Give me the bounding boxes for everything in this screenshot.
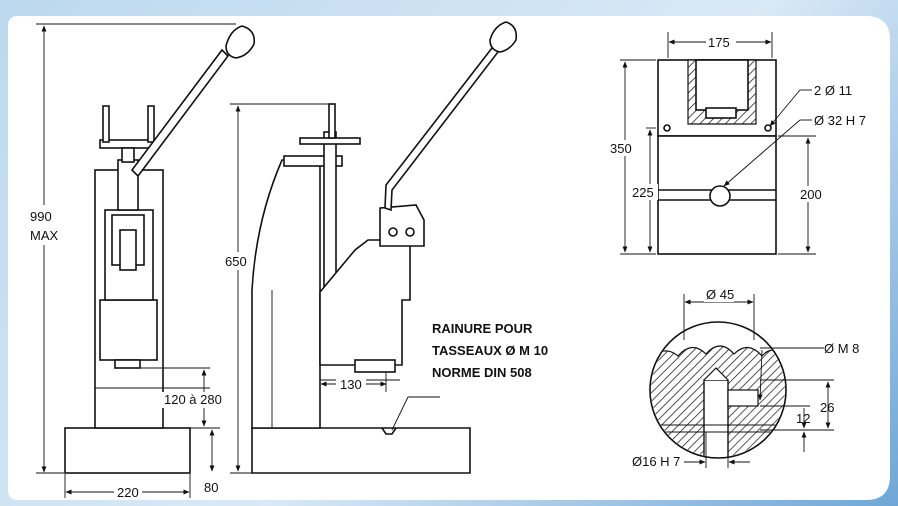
dim-12-label: 12 bbox=[796, 411, 810, 426]
holes-note: 2 Ø 11 bbox=[769, 83, 852, 127]
dim-225-label: 225 bbox=[632, 185, 654, 200]
dim-26-label: 26 bbox=[820, 400, 834, 415]
dim-220: 220 bbox=[64, 474, 191, 500]
dim-d45-label: Ø 45 bbox=[706, 287, 734, 302]
detail-view bbox=[649, 321, 787, 459]
dim-d45: Ø 45 bbox=[683, 286, 755, 340]
dim-stroke-range-label: 120 à 280 bbox=[164, 392, 222, 407]
bore-note-label: Ø 32 H 7 bbox=[814, 113, 866, 128]
slot-note: RAINURE POUR TASSEAUX Ø M 10 NORME DIN 5… bbox=[391, 321, 548, 431]
dim-220-label: 220 bbox=[117, 485, 139, 500]
bore-note: Ø 32 H 7 bbox=[723, 113, 866, 187]
dim-d16-label: Ø16 H 7 bbox=[632, 454, 680, 469]
dim-350: 350 bbox=[610, 59, 656, 255]
dim-175-label: 175 bbox=[708, 35, 730, 50]
front-view bbox=[64, 25, 256, 474]
dim-200-label: 200 bbox=[800, 187, 822, 202]
dim-650: 650 bbox=[223, 103, 330, 474]
slot-note-line2: TASSEAUX Ø M 10 bbox=[432, 343, 548, 358]
dim-990-note: MAX bbox=[30, 228, 59, 243]
slot-note-line1: RAINURE POUR bbox=[432, 321, 533, 336]
dim-80: 80 bbox=[190, 427, 220, 495]
dim-175: 175 bbox=[667, 32, 773, 58]
side-view bbox=[251, 21, 518, 474]
dim-130: 130 bbox=[320, 372, 387, 392]
head-view bbox=[657, 59, 777, 255]
dim-depths: 12 26 bbox=[760, 379, 834, 452]
holes-note-label: 2 Ø 11 bbox=[814, 83, 852, 98]
dim-350-label: 350 bbox=[610, 141, 632, 156]
dim-990: 990 MAX bbox=[27, 23, 236, 474]
dim-m8: Ø M 8 bbox=[757, 341, 859, 401]
dim-650-label: 650 bbox=[225, 254, 247, 269]
dim-200: 200 bbox=[778, 135, 826, 255]
dim-d16: Ø16 H 7 bbox=[632, 432, 750, 469]
dim-990-value: 990 bbox=[30, 209, 52, 224]
dim-130-label: 130 bbox=[340, 377, 362, 392]
dim-stroke-range: 120 à 280 bbox=[162, 369, 224, 427]
dim-80-label: 80 bbox=[204, 480, 218, 495]
dim-225: 225 bbox=[630, 127, 658, 253]
slot-note-line3: NORME DIN 508 bbox=[432, 365, 532, 380]
dim-m8-label: Ø M 8 bbox=[824, 341, 859, 356]
